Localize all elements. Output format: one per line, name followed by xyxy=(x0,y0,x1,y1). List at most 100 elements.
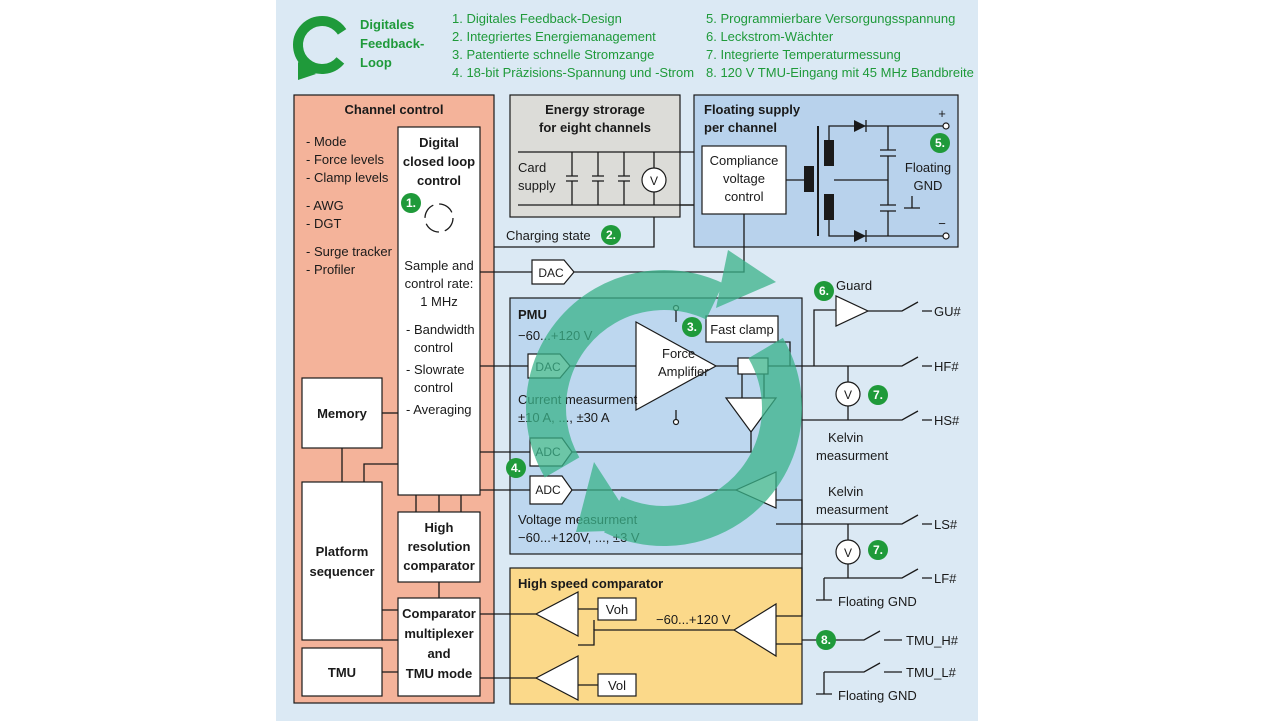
kelvin-1-line-1: Kelvin xyxy=(828,430,863,445)
logo-line-3: Loop xyxy=(360,55,392,70)
hsc-title: High speed comparator xyxy=(518,576,663,591)
es-title-1: Energy strorage xyxy=(545,102,645,117)
badge-5: 5. xyxy=(930,133,950,153)
adc-2-label: ADC xyxy=(535,483,561,497)
memory-block xyxy=(301,377,383,449)
platform-line-1: Platform xyxy=(316,544,369,559)
pmu-title: PMU xyxy=(518,307,547,322)
es-title-2: for eight channels xyxy=(539,120,651,135)
fs-title-1: Floating supply xyxy=(704,102,801,117)
svg-text:7.: 7. xyxy=(873,388,883,402)
compliance-2: voltage xyxy=(723,171,765,186)
cm-3: and xyxy=(427,646,450,661)
feature-2: 2. Integriertes Energiemanagement xyxy=(452,29,656,44)
fs-gnd-2: GND xyxy=(914,178,943,193)
fs-plus: + xyxy=(938,106,946,121)
logo-line-1: Digitales xyxy=(360,17,414,32)
cc-mode: - Mode xyxy=(306,134,346,149)
fs-gnd-1: Floating xyxy=(905,160,951,175)
dl-title-1: Digital xyxy=(419,135,459,150)
dl-rate-2: control rate: xyxy=(405,276,474,291)
dl-item-1: - Bandwidth xyxy=(406,322,475,337)
cc-force: - Force levels xyxy=(306,152,385,167)
comparator-low xyxy=(534,655,579,701)
adc-voltage xyxy=(529,475,573,505)
floating-gnd-2: Floating GND xyxy=(838,688,917,703)
guard-label: Guard xyxy=(836,278,872,293)
badge-7b: 7. xyxy=(868,540,888,560)
floating-supply-block: Floating supply per channel Compliance v… xyxy=(693,94,959,248)
feature-3: 3. Patentierte schnelle Stromzange xyxy=(452,47,654,62)
cc-dgt: - DGT xyxy=(306,216,341,231)
meter-1-label: V xyxy=(844,388,852,402)
dl-item-2: control xyxy=(414,340,453,355)
lf-pin: LF# xyxy=(934,571,957,586)
kelvin-2-line-1: Kelvin xyxy=(828,484,863,499)
hrc-2: resolution xyxy=(408,539,471,554)
diode-bottom-icon xyxy=(854,230,866,242)
hs-pin: HS# xyxy=(934,413,960,428)
dl-item-3: - Slowrate xyxy=(406,362,465,377)
cc-clamp: - Clamp levels xyxy=(306,170,389,185)
svg-text:7.: 7. xyxy=(873,543,883,557)
floating-gnd-1: Floating GND xyxy=(838,594,917,609)
energy-meter-label: V xyxy=(650,174,658,188)
feature-7: 7. Integrierte Temperaturmessung xyxy=(706,47,901,62)
digital-loop-block xyxy=(397,126,481,496)
hrc-1: High xyxy=(425,520,454,535)
badge-3: 3. xyxy=(682,317,702,337)
tmu-input-amp xyxy=(732,602,777,658)
voh-label: Voh xyxy=(606,602,628,617)
badge-8: 8. xyxy=(816,630,836,650)
tmu-label: TMU xyxy=(328,665,356,680)
dl-title-3: control xyxy=(417,173,461,188)
kelvin-2-line-2: measurment xyxy=(816,502,889,517)
cc-profiler: - Profiler xyxy=(306,262,356,277)
badge-4: 4. xyxy=(506,458,526,478)
feature-6: 6. Leckstrom-Wächter xyxy=(706,29,834,44)
compliance-block xyxy=(701,145,787,215)
top-dac xyxy=(531,259,575,285)
diode-top-icon xyxy=(854,120,866,132)
guard-buffer xyxy=(835,295,870,327)
channel-control-block: Channel control - Mode - Force levels - … xyxy=(293,94,495,704)
hsc-range: −60...+120 V xyxy=(656,612,731,627)
output-section: Guard GU# HF# V HS# Kelvin measurment Ke… xyxy=(776,278,962,703)
fast-clamp-label: Fast clamp xyxy=(710,322,774,337)
card-supply-1: Card xyxy=(518,160,546,175)
platform-line-2: sequencer xyxy=(309,564,374,579)
top-dac-label: DAC xyxy=(538,266,564,280)
logo-line-2: Feedback- xyxy=(360,36,424,51)
dl-rate-3: 1 MHz xyxy=(420,294,458,309)
tmu-block xyxy=(301,647,383,697)
channel-control-title: Channel control xyxy=(345,102,444,117)
gu-pin: GU# xyxy=(934,304,962,319)
platform-sequencer-block xyxy=(301,481,383,641)
tmu-h-pin: TMU_H# xyxy=(906,633,959,648)
card-supply-2: supply xyxy=(518,178,556,193)
dl-item-5: - Averaging xyxy=(406,402,472,417)
ls-pin: LS# xyxy=(934,517,958,532)
tmu-l-pin: TMU_L# xyxy=(906,665,957,680)
force-amp-2: Amplifier xyxy=(658,364,709,379)
feature-4: 4. 18-bit Präzisions-Spannung und -Strom xyxy=(452,65,694,80)
energy-voltmeter-icon xyxy=(641,167,667,193)
svg-text:3.: 3. xyxy=(687,320,697,334)
force-amp-1: Force xyxy=(662,346,695,361)
kelvin-1-line-2: measurment xyxy=(816,448,889,463)
feedback-loop-overlay xyxy=(526,250,802,546)
badge-7a: 7. xyxy=(868,385,888,405)
transformer-primary-icon xyxy=(804,166,814,192)
svg-text:4.: 4. xyxy=(511,461,521,475)
hrc-3: comparator xyxy=(403,558,475,573)
meter-2-label: V xyxy=(844,546,852,560)
energy-storage-block: Energy strorage for eight channels Card … xyxy=(509,94,696,218)
compliance-1: Compliance xyxy=(710,153,779,168)
dl-title-2: closed loop xyxy=(403,154,475,169)
svg-text:5.: 5. xyxy=(935,136,945,150)
svg-text:2.: 2. xyxy=(606,228,616,242)
cc-surge: - Surge tracker xyxy=(306,244,393,259)
cm-1: Comparator xyxy=(402,606,476,621)
badge-2: 2. xyxy=(601,225,621,245)
feature-list: 1. Digitales Feedback-Design 2. Integrie… xyxy=(452,11,974,80)
